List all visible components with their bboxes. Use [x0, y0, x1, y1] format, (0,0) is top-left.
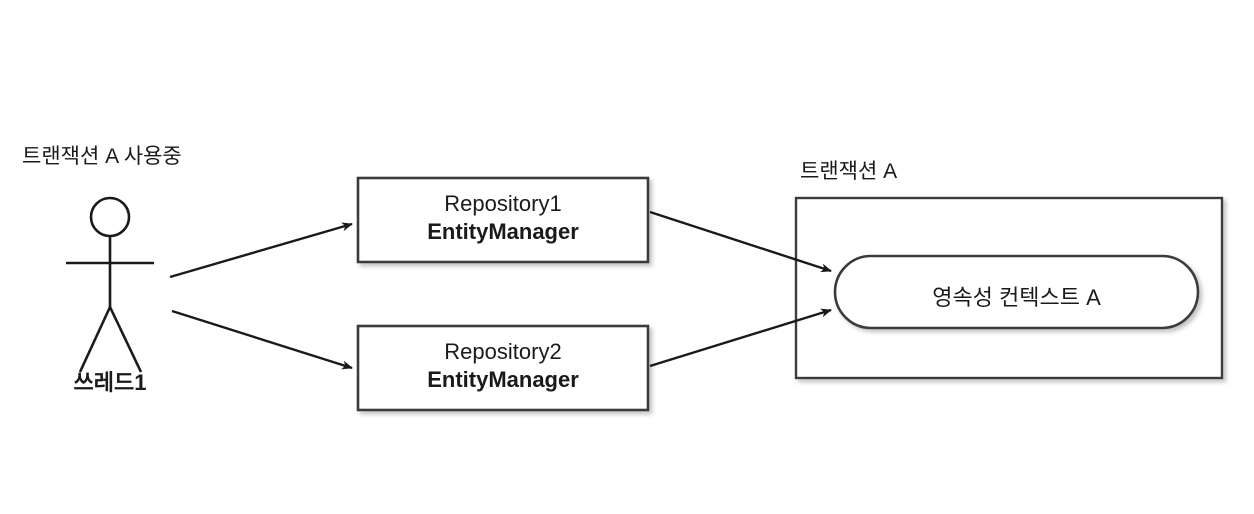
repository1-label: Repository1 EntityManager	[358, 190, 648, 245]
actor-name-label: 쓰레드1	[73, 370, 147, 395]
repository2-title: Repository2	[444, 339, 562, 364]
connector-repository1-to-context	[649, 210, 832, 273]
repository1-title: Repository1	[444, 191, 562, 216]
repository2-label: Repository2 EntityManager	[358, 338, 648, 393]
connector-thread-to-repository2	[171, 309, 353, 370]
persistence-context-label: 영속성 컨텍스트 A	[932, 285, 1101, 310]
connector-thread-to-repository1	[169, 222, 353, 279]
repository2-box[interactable]	[356, 324, 650, 412]
repository2-subtitle: EntityManager	[427, 366, 579, 392]
actor-caption: 트랜잭션 A 사용중	[22, 145, 182, 168]
actor-stick-figure	[66, 196, 154, 373]
connector-repository2-to-context	[649, 308, 832, 368]
repository1-subtitle: EntityManager	[427, 218, 579, 244]
persistence-context-pill[interactable]	[833, 254, 1200, 330]
transaction-caption: 트랜잭션 A	[800, 160, 898, 183]
repository1-box[interactable]	[356, 176, 650, 264]
